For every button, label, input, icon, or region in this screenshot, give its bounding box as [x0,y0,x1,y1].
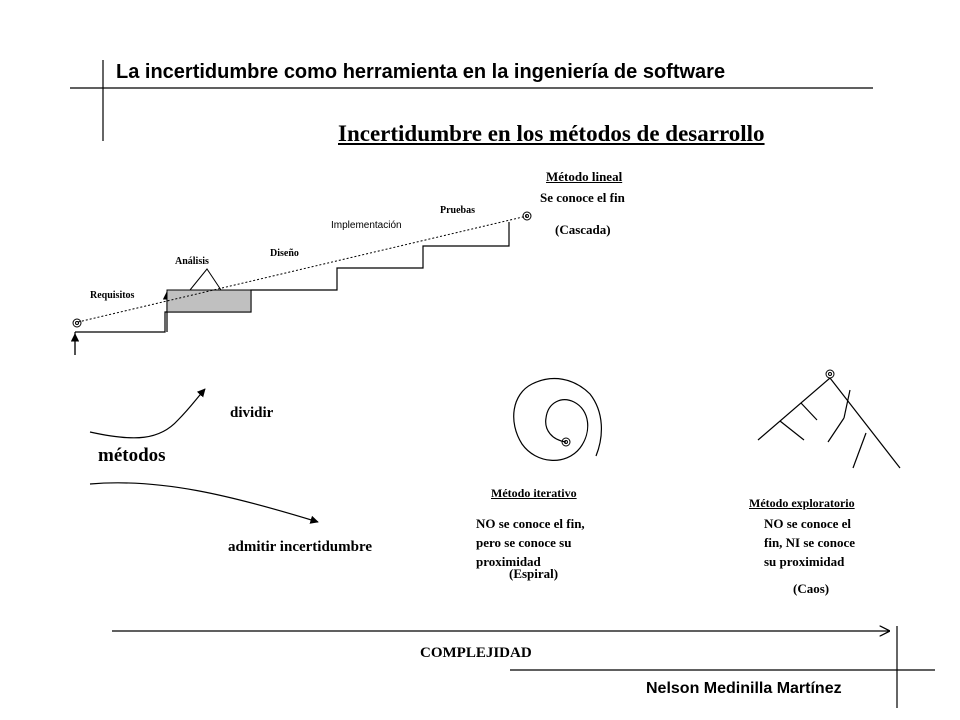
linear-method-alias: (Cascada) [555,222,611,237]
phase-label-analisis: Análisis [175,256,209,267]
iterative-method-name: Método iterativo [491,486,577,500]
linear-method-desc: Se conoce el fin [540,190,625,205]
presentation-title: La incertidumbre como herramienta en la … [116,61,726,83]
divide-arrow [89,388,206,439]
analysis-step-box [166,289,252,313]
exploratory-desc-line-3: su proximidad [764,554,845,569]
iterative-desc-line-3: proximidad [476,554,541,569]
linear-path-dotted [77,215,528,323]
spiral-curve [513,377,602,461]
spiral-center-point [561,437,571,447]
author-name: Nelson Medinilla Martínez [646,680,842,697]
exploratory-desc-line-1: NO se conoce el [764,516,852,531]
waterfall-staircase [74,222,510,355]
phase-label-pruebas: Pruebas [440,205,475,216]
admit-arrow [89,482,319,524]
linear-start-point [72,318,82,328]
label-metodos: métodos [98,445,166,466]
label-dividir: dividir [230,405,274,421]
exploratory-method-alias: (Caos) [793,581,830,596]
exploratory-desc-line-2: fin, NI se conoce [764,535,855,550]
label-admitir-incertidumbre: admitir incertidumbre [228,539,373,555]
complexity-label: COMPLEJIDAD [420,645,532,661]
exploratory-method-name: Método exploratorio [749,496,855,510]
phase-label-diseno: Diseño [270,248,299,259]
frame-lines [70,60,935,708]
linear-end-point [522,211,532,221]
iterative-desc-line-2: pero se conoce su [476,535,572,550]
slide-heading: Incertidumbre en los métodos de desarrol… [338,121,765,146]
phase-label-implementacion: Implementación [331,220,402,231]
iterative-method-alias: (Espiral) [509,566,559,581]
exploratory-method-desc: NO se conoce el fin, NI se conoce su pro… [764,514,924,571]
linear-method-name: Método lineal [546,169,623,184]
analysis-bracket [189,268,222,291]
iterative-method-desc: NO se conoce el fin, pero se conoce su p… [476,514,636,571]
iterative-desc-line-1: NO se conoce el fin, [476,516,585,531]
tree-root-point [825,369,835,379]
phase-label-requisitos: Requisitos [90,290,135,301]
exploratory-tree [757,377,901,469]
